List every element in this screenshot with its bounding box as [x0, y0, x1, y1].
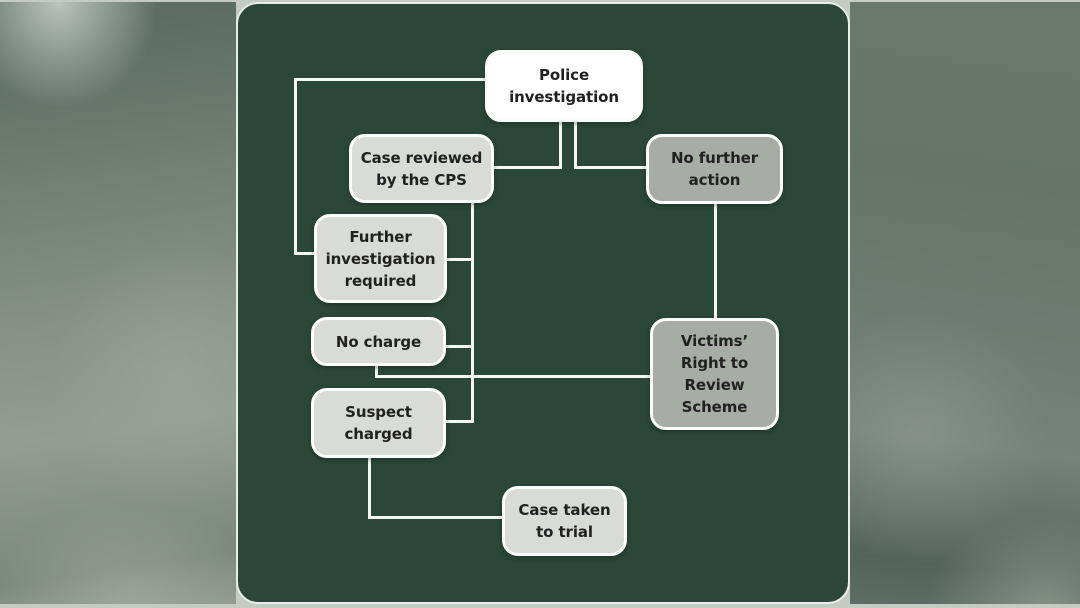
connector-suspect-charged-stub — [444, 420, 474, 423]
node-label-line: Victims’ — [680, 332, 749, 350]
node-further-investigation-required: Further investigation required — [314, 214, 447, 303]
connector-no-charge-down-vertical — [375, 364, 378, 378]
node-label-line: Police — [538, 66, 590, 84]
node-no-charge: No charge — [311, 317, 446, 366]
node-suspect-charged: Suspect charged — [311, 388, 446, 458]
node-case-reviewed-by-cps: Case reviewed by the CPS — [349, 134, 494, 203]
connector-left-loop-to-further-stub — [294, 252, 316, 255]
node-label-line: by the CPS — [376, 170, 467, 189]
node-label-line: Review — [684, 376, 745, 394]
node-case-taken-to-trial: Case taken to trial — [502, 486, 627, 556]
connector-police-down-left-vertical — [559, 122, 562, 169]
connector-nfa-to-victims-vertical — [714, 204, 717, 320]
node-label-line: Further — [349, 227, 412, 246]
node-label-line: charged — [344, 425, 413, 443]
node-label-line: action — [688, 171, 741, 189]
connector-to-no-further-horizontal — [574, 166, 648, 169]
connector-police-left-loop-horizontal — [294, 78, 486, 81]
connector-to-case-reviewed-horizontal — [492, 166, 562, 169]
node-label-line: investigation — [325, 249, 436, 268]
node-label-line: Suspect — [345, 403, 412, 421]
node-label-line: Scheme — [681, 398, 748, 416]
node-label-line: Right to — [680, 354, 749, 372]
blurred-background-left — [0, 2, 236, 604]
node-label-line: Case taken — [518, 501, 611, 519]
node-label-line: Case reviewed — [360, 148, 483, 167]
connector-police-left-loop-vertical — [294, 78, 297, 255]
node-label-line: No further — [670, 149, 759, 167]
node-label-line: investigation — [509, 88, 619, 106]
node-label-line: to trial — [536, 523, 593, 541]
node-no-further-action: No further action — [646, 134, 783, 204]
connector-no-charge-stub — [444, 345, 471, 348]
connector-cps-spine-vertical — [471, 203, 474, 423]
connector-police-down-right-vertical — [574, 122, 577, 169]
node-police-investigation: Police investigation — [485, 50, 643, 122]
connector-to-trial-horizontal — [368, 516, 504, 519]
connector-further-investigation-stub — [445, 258, 471, 261]
connector-suspect-down-vertical — [368, 456, 371, 519]
node-label-line: No charge — [335, 332, 422, 351]
connector-to-victims-horizontal — [375, 375, 652, 378]
node-label-line: required — [344, 271, 417, 290]
blurred-background-right — [850, 2, 1080, 604]
